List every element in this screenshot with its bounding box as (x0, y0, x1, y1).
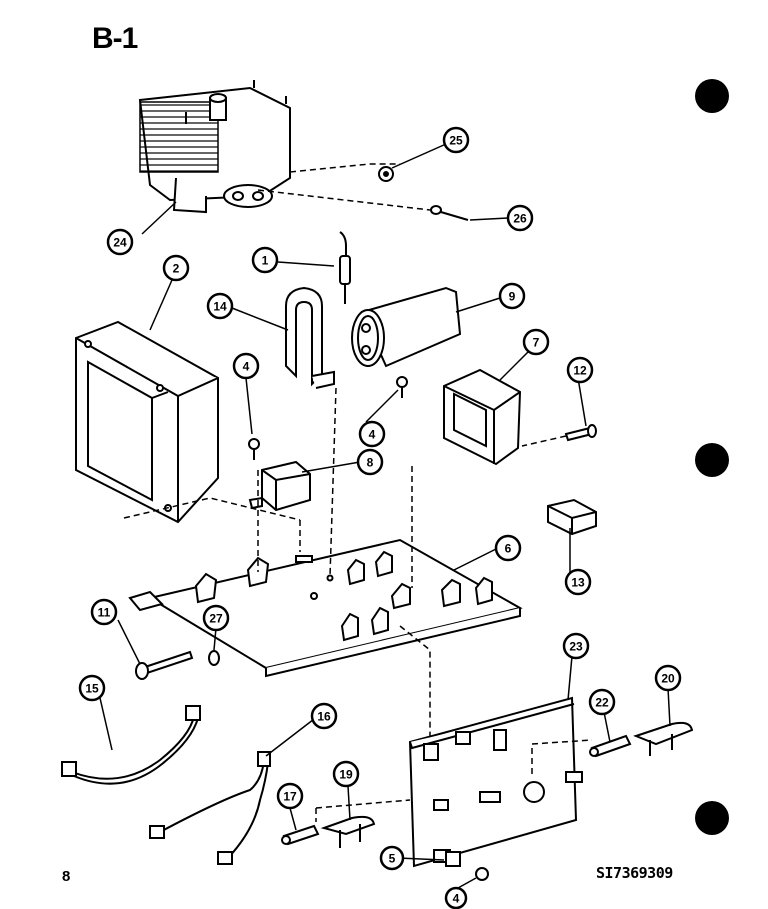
callout-9-label: 9 (509, 290, 516, 304)
callout-8-label: 8 (367, 456, 374, 470)
callout-26-label: 26 (513, 212, 527, 226)
callout-12: 12 (566, 356, 594, 384)
callout-14-label: 14 (213, 300, 227, 314)
registration-dot-2 (695, 443, 729, 477)
part-bolt-11 (135, 650, 194, 680)
callout-6: 6 (494, 534, 522, 562)
callout-7-label: 7 (533, 336, 540, 350)
callout-4-left-label: 4 (243, 360, 250, 374)
part-control-board (408, 696, 583, 868)
callout-12-label: 12 (573, 364, 587, 378)
page-number: 8 (62, 868, 71, 885)
callout-11: 11 (90, 598, 118, 626)
callout-15-label: 15 (85, 682, 99, 696)
callout-23-label: 23 (569, 640, 583, 654)
part-washer-27 (208, 650, 220, 666)
callout-22-label: 22 (595, 696, 609, 710)
callout-20-label: 20 (661, 672, 675, 686)
part-fuse-17 (281, 824, 320, 846)
callout-19: 19 (332, 760, 360, 788)
registration-dot-1 (695, 79, 729, 113)
callout-1: 1 (251, 246, 279, 274)
callout-7: 7 (522, 328, 550, 356)
callout-16-label: 16 (317, 710, 331, 724)
part-high-voltage-transformer (75, 320, 219, 524)
callout-19-label: 19 (339, 768, 353, 782)
callout-27-label: 27 (209, 612, 223, 626)
callout-16: 16 (310, 702, 338, 730)
callout-4-left: 4 (232, 352, 260, 380)
page-title: B-1 (92, 22, 138, 55)
part-capacitor-bracket (285, 286, 335, 389)
callout-13: 13 (564, 568, 592, 596)
part-wire-harness-15 (61, 705, 201, 785)
callout-11-label: 11 (98, 606, 111, 620)
callout-2: 2 (162, 254, 190, 282)
callout-20: 20 (654, 664, 682, 692)
callout-17: 17 (276, 782, 304, 810)
callout-5: 5 (379, 845, 405, 871)
part-fuse-holder-20 (633, 721, 694, 756)
part-high-voltage-capacitor (351, 286, 462, 368)
callout-25: 25 (442, 126, 470, 154)
callout-17-label: 17 (283, 790, 297, 804)
callout-24: 24 (106, 228, 134, 256)
part-screw-4a (248, 438, 260, 460)
callout-1-label: 1 (262, 254, 269, 268)
registration-dot-3 (695, 801, 729, 835)
callout-13-label: 13 (571, 576, 585, 590)
callout-5-label: 5 (389, 852, 396, 866)
callout-9: 9 (498, 282, 526, 310)
callout-6-label: 6 (505, 542, 512, 556)
callout-4-bottom: 4 (444, 886, 468, 909)
part-diode (339, 231, 351, 304)
part-pin-26 (430, 205, 469, 221)
callout-27: 27 (202, 604, 230, 632)
callout-22: 22 (588, 688, 616, 716)
callout-14: 14 (206, 292, 234, 320)
callout-24-label: 24 (113, 236, 127, 250)
part-screw-12 (564, 424, 597, 442)
callout-4-center: 4 (358, 420, 386, 448)
document-code: SI7369309 (596, 864, 673, 882)
callout-26: 26 (506, 204, 534, 232)
part-fuse-22 (589, 734, 632, 758)
part-terminal-5 (445, 851, 461, 867)
leader-lines (99, 143, 671, 889)
part-base-plate (128, 538, 523, 678)
callout-2-label: 2 (173, 262, 180, 276)
callout-25-label: 25 (449, 134, 463, 148)
part-screw-4b (396, 376, 408, 398)
part-wire-harness-16 (149, 751, 271, 865)
part-fuse-holder-19 (320, 815, 376, 848)
callout-8: 8 (356, 448, 384, 476)
part-screw-4c (475, 867, 489, 881)
part-low-voltage-transformer (443, 368, 522, 466)
callout-4-center-label: 4 (369, 428, 376, 442)
part-nut-25 (378, 166, 394, 182)
part-connector-13 (547, 498, 597, 536)
callout-4-bottom-label: 4 (453, 892, 460, 906)
callout-23: 23 (562, 632, 590, 660)
callout-15: 15 (78, 674, 106, 702)
part-magnetron (138, 80, 291, 214)
part-noise-filter (248, 460, 311, 512)
